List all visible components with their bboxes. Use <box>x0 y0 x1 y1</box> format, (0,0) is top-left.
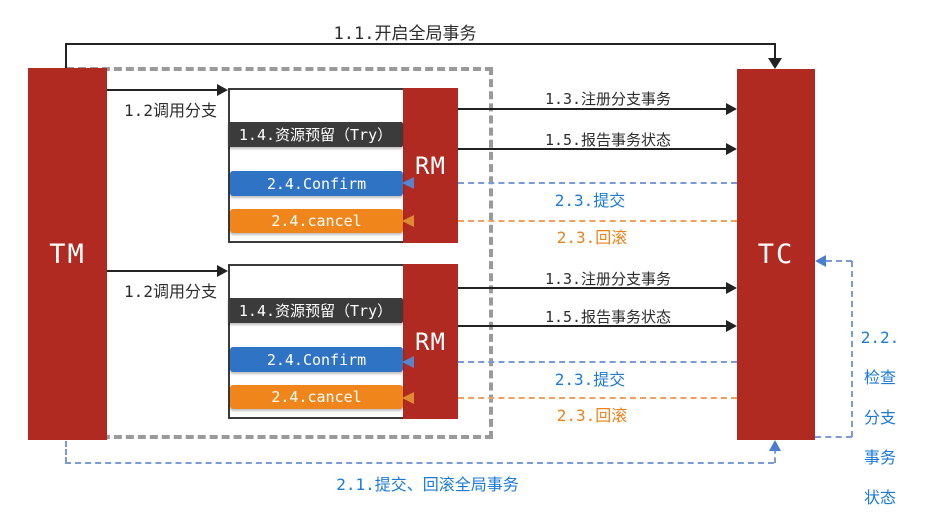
check-status-line-2: 分支 <box>863 408 896 427</box>
report-status-line-2 <box>458 325 728 327</box>
try-box-1: 1.4.资源预留（Try） <box>228 122 403 147</box>
branch-commit-label-1: 2.3.提交 <box>554 191 626 210</box>
check-status-line-0: 2.2. <box>860 328 900 347</box>
invoke-branch-label-1: 1.2调用分支 <box>124 101 217 120</box>
check-status-label: 2.2. 检查 分支 事务 状态 <box>856 308 904 518</box>
rm-label: RM <box>415 327 446 356</box>
register-branch-line-1 <box>458 108 728 110</box>
invoke-branch-arrowhead-icon <box>217 84 228 96</box>
branch-commit-line-1 <box>458 182 737 184</box>
branch-rollback-label-2: 2.3.回滚 <box>556 406 628 425</box>
invoke-branch-label-2: 1.2调用分支 <box>124 282 217 301</box>
branch-commit-arrowhead-icon <box>402 356 414 368</box>
confirm-box-2: 2.4.Confirm <box>230 347 403 372</box>
branch-commit-label-2: 2.3.提交 <box>554 370 626 389</box>
begin-global-line <box>65 43 776 45</box>
branch-commit-arrowhead-icon <box>402 177 414 189</box>
register-branch-arrowhead-icon <box>726 282 737 294</box>
tc-node: TC <box>737 69 815 440</box>
begin-global-label: 1.1.开启全局事务 <box>333 24 477 44</box>
register-branch-arrowhead-icon <box>726 103 737 115</box>
report-status-label-2: 1.5.报告事务状态 <box>544 308 672 326</box>
report-status-label-1: 1.5.报告事务状态 <box>544 131 672 149</box>
register-branch-label-1: 1.3.注册分支事务 <box>544 90 672 108</box>
report-status-arrowhead-icon <box>726 143 737 155</box>
invoke-branch-line-1 <box>107 89 220 91</box>
report-status-line-1 <box>458 148 728 150</box>
check-status-line-4: 状态 <box>863 488 896 507</box>
tm-node: TM <box>28 68 107 440</box>
branch-rollback-line-2 <box>458 397 737 399</box>
global-finish-line-right <box>774 448 776 463</box>
branch-rollback-label-1: 2.3.回滚 <box>556 228 628 247</box>
check-status-line-3: 事务 <box>863 448 896 467</box>
begin-global-arrowhead-icon <box>768 58 782 69</box>
branch-rollback-arrowhead-icon <box>402 215 414 227</box>
global-finish-line <box>65 462 774 464</box>
register-branch-label-2: 1.3.注册分支事务 <box>544 270 672 288</box>
branch-rollback-line-1 <box>458 220 737 222</box>
register-branch-line-2 <box>458 287 728 289</box>
tm-label: TM <box>49 238 86 270</box>
check-status-line-top <box>826 260 852 262</box>
branch-rollback-arrowhead-icon <box>402 392 414 404</box>
tc-label: TC <box>757 239 795 270</box>
begin-global-line-left <box>65 43 67 68</box>
invoke-branch-arrowhead-icon <box>217 265 228 277</box>
rm-label: RM <box>415 151 446 180</box>
branch-commit-line-2 <box>458 361 737 363</box>
invoke-branch-line-2 <box>107 270 220 272</box>
check-status-line-1: 检查 <box>863 368 896 387</box>
global-finish-label: 2.1.提交、回滚全局事务 <box>336 475 519 494</box>
report-status-arrowhead-icon <box>726 320 737 332</box>
begin-global-line-right <box>774 43 776 59</box>
cancel-box-2: 2.4.cancel <box>230 385 403 409</box>
global-finish-arrowhead-icon <box>769 440 781 451</box>
try-box-2: 1.4.资源预留（Try） <box>228 298 403 323</box>
check-status-arrowhead-icon <box>815 255 826 267</box>
check-status-line-right <box>851 261 853 437</box>
check-status-line-bottom <box>815 436 852 438</box>
confirm-box-1: 2.4.Confirm <box>230 171 403 196</box>
cancel-box-1: 2.4.cancel <box>230 209 403 233</box>
global-finish-line-left <box>65 441 67 463</box>
